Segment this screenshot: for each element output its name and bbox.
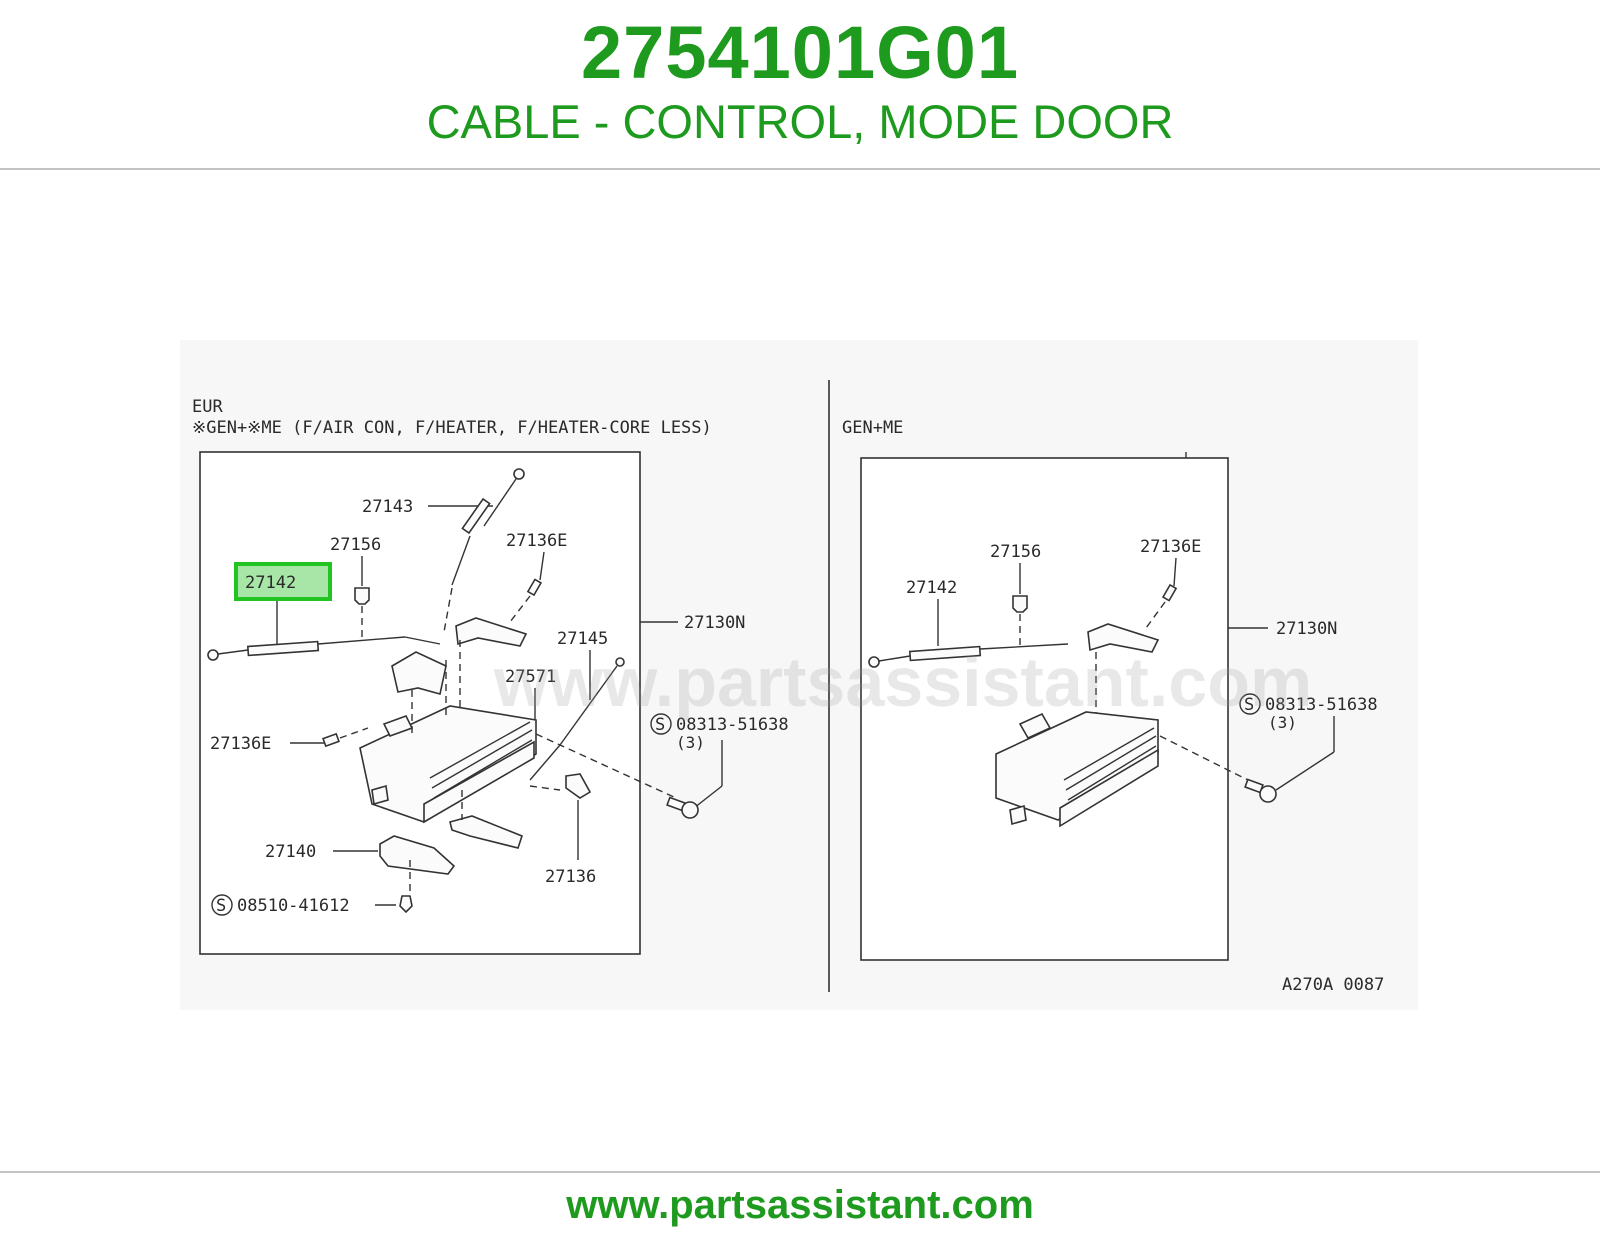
label-27136e-top: 27136E xyxy=(506,531,567,551)
cable-27142-left xyxy=(207,636,441,661)
pin-27136e-right xyxy=(1161,583,1178,602)
label-27136e-right: 27136E xyxy=(1140,537,1201,557)
lever-arm-bottom xyxy=(449,815,523,849)
cable-27145 xyxy=(529,657,625,781)
label-27140: 27140 xyxy=(265,842,316,862)
label-27571: 27571 xyxy=(505,667,556,687)
label-08313-left: 08313-51638 xyxy=(676,715,789,735)
header-divider xyxy=(0,168,1600,170)
label-27130n-right: 27130N xyxy=(1276,619,1337,639)
screw-symbol-left xyxy=(650,713,672,735)
label-27142-left[interactable]: 27142 xyxy=(245,573,296,593)
label-08510: 08510-41612 xyxy=(237,896,350,916)
watermark-text: www.partsassistant.com xyxy=(493,643,1312,721)
label-27156-left: 27156 xyxy=(330,535,381,555)
screw-symbol-text-left: S xyxy=(655,715,665,735)
leader-27136e-right xyxy=(1173,557,1177,587)
right-panel-spec: GEN+ME xyxy=(842,418,903,438)
footer-website-link[interactable]: www.partsassistant.com xyxy=(566,1183,1034,1227)
mode-door-unit-left xyxy=(359,705,537,824)
page-header: 2754101G01 CABLE - CONTROL, MODE DOOR xyxy=(0,0,1600,170)
bracket-left xyxy=(391,651,447,695)
mode-door-unit-right xyxy=(995,711,1159,828)
screw-symbol-bottom xyxy=(211,894,233,916)
left-panel-spec: ※GEN+※ME (F/AIR CON, F/HEATER, F/HEATER-… xyxy=(192,418,712,438)
screw-08313-left xyxy=(666,796,699,819)
label-27130n-left: 27130N xyxy=(684,613,745,633)
lever-arm-top xyxy=(455,617,528,647)
label-27136e-left: 27136E xyxy=(210,734,271,754)
screw-symbol-right xyxy=(1239,693,1261,715)
clip-27156-right xyxy=(1012,595,1028,613)
part-number-title: 2754101G01 xyxy=(581,11,1019,94)
highlight-box-27142[interactable] xyxy=(234,562,332,601)
leader-27136e-top xyxy=(539,551,545,581)
label-27156-right: 27156 xyxy=(990,542,1041,562)
label-27143: 27143 xyxy=(362,497,413,517)
screw-08510 xyxy=(399,895,413,914)
label-08313-qty-right: (3) xyxy=(1268,713,1297,732)
clip-27136 xyxy=(565,773,592,799)
diagram-code: A270A 0087 xyxy=(1282,975,1384,995)
screw-symbol-text-right: S xyxy=(1244,695,1254,715)
label-27136: 27136 xyxy=(545,867,596,887)
left-panel-region: EUR xyxy=(192,397,223,417)
label-27142-right: 27142 xyxy=(906,578,957,598)
label-08313-qty-left: (3) xyxy=(676,733,705,752)
footer-divider xyxy=(0,1171,1600,1173)
pin-27136e-left xyxy=(322,732,340,748)
clip-27156-left xyxy=(354,587,370,605)
right-panel-frame xyxy=(860,457,1229,961)
pin-27136e-top xyxy=(526,578,543,597)
lever-arm-right xyxy=(1087,623,1160,653)
screw-symbol-text-bottom: S xyxy=(216,896,226,916)
actuator-27140 xyxy=(379,835,456,875)
part-name-subtitle: CABLE - CONTROL, MODE DOOR xyxy=(426,95,1174,148)
label-27145: 27145 xyxy=(557,629,608,649)
label-08313-right: 08313-51638 xyxy=(1265,695,1378,715)
cable-27142-right xyxy=(868,643,1069,668)
screw-08313-right xyxy=(1244,778,1277,803)
cable-27143 xyxy=(443,468,525,633)
